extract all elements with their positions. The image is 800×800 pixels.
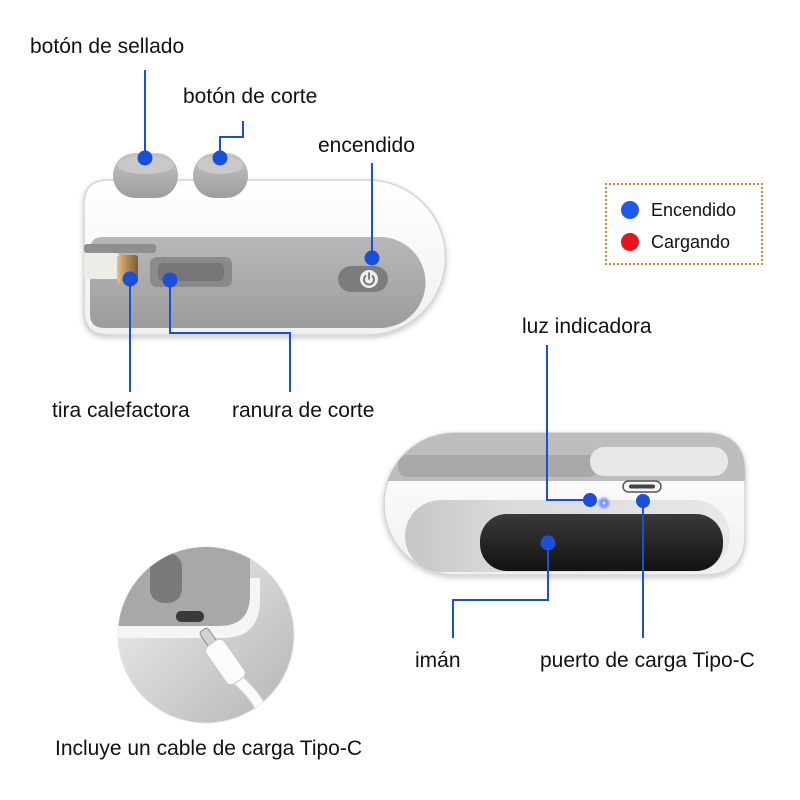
inset-device-rim [118,578,260,638]
label-cut-button: botón de corte [183,85,318,108]
label-indicator-light: luz indicadora [522,315,652,338]
callout-line-cut-button [219,121,244,158]
sealer-rear-view [383,432,746,576]
legend-dot-on-circle [621,201,639,219]
callout-dot-seal-button [137,150,153,166]
sealer-front-view [83,153,447,336]
rear-channel-highlight [590,447,728,476]
usb-c-plug [199,627,246,686]
callout-dot-heating-strip [122,271,138,287]
inset-usb-c-port [176,611,204,622]
cable-inset [117,546,295,724]
label-magnet: imán [415,649,461,672]
callout-dot-charging-port [636,494,650,508]
label-charging-port: puerto de carga Tipo-C [540,649,755,672]
label-heating-strip: tira calefactora [52,399,190,422]
power-icon [360,270,378,288]
label-cutting-slot: ranura de corte [232,399,375,422]
callout-line-cutting-slot [169,280,291,392]
callout-dot-magnet [540,535,556,551]
callouts [122,70,650,638]
inset-device-slot [150,553,182,603]
callout-dot-cutting-slot [162,272,178,288]
rear-top-surface-group [384,433,745,481]
indicator-light [597,496,611,510]
upper-jaw-underside [84,244,156,253]
inset-caption: Incluye un cable de carga Tipo-C [55,737,363,760]
callout-dot-indicator-light [583,493,597,507]
legend-dot-on [621,201,639,219]
legend-item-on: Encendido [620,200,736,220]
legend-dot-charging [621,233,639,251]
legend-dot-charging-circle [621,233,639,251]
callout-dot-power [364,250,380,266]
callout-line-magnet [452,543,549,638]
magnet-panel [480,514,723,571]
callout-line-indicator-light [546,345,590,501]
legend-item-charging: Cargando [620,232,730,252]
legend-label-charging: Cargando [651,232,731,252]
jaw-opening [84,253,120,279]
label-seal-button: botón de sellado [30,35,185,58]
charging-port-opening [629,484,655,489]
callout-dot-cut-button [212,150,228,166]
label-power: encendido [318,134,415,157]
status-legend: Encendido Cargando [605,183,763,265]
rear-cutting-channel [398,455,598,477]
legend-label-on: Encendido [651,200,737,220]
